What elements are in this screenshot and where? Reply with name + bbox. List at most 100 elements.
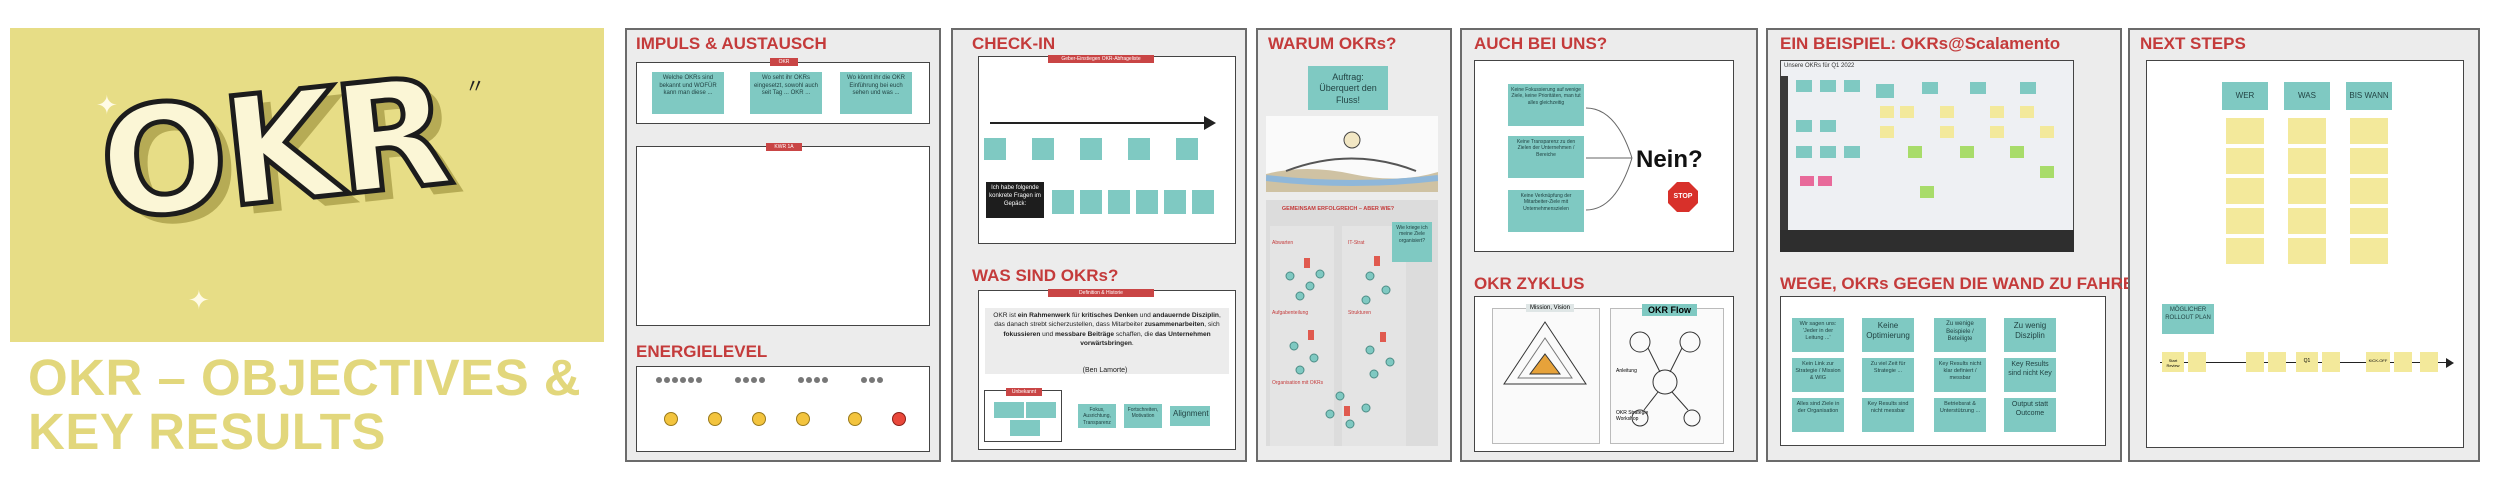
sticky-note[interactable]: Zu viel Zeit für Strategie ... [1862,358,1914,392]
example-board-header: Unsere OKRs für Q1 2022 [1784,63,1855,69]
timeline-arrow [990,122,1210,124]
empty-sticky-note[interactable] [2226,118,2264,144]
okr-flow-sketch-icon [1629,331,1701,427]
sticky-note[interactable]: Wie kriege ich meine Ziele organisiert? [1392,222,1432,262]
timeline-note[interactable]: Start Review [2162,352,2184,372]
empty-sticky-note[interactable] [2350,118,2388,144]
empty-sticky-note[interactable] [2288,118,2326,144]
sticky-note[interactable] [994,402,1024,418]
sticky-note[interactable] [1052,190,1074,214]
empty-sticky-note[interactable] [2288,238,2326,264]
sticky-note[interactable]: Alles sind Ziele in der Organisation [1792,398,1844,432]
network-diagram-icon [1285,256,1395,429]
sticky-note[interactable] [1080,190,1102,214]
energy-emoji-icon[interactable] [664,412,678,426]
exchange-board[interactable] [636,146,930,326]
sticky-note[interactable]: Output statt Outcome [2004,398,2056,432]
energy-emoji-icon[interactable] [848,412,862,426]
empty-sticky-note[interactable] [2226,178,2264,204]
empty-sticky-note[interactable] [2226,148,2264,174]
board-sidebar [1780,76,1788,252]
energy-emoji-icon[interactable] [892,412,906,426]
board-tag: Definition & Historie [1048,289,1154,297]
sticky-note[interactable] [1164,190,1186,214]
frame-title: WAS SIND OKRs? [972,266,1119,285]
cycle-label: OKR Flow [1642,304,1697,316]
diagram-label: Organisation mit OKRs [1272,380,1324,386]
arrow-head-icon [2446,358,2454,368]
frame-title: AUCH BEI UNS? [1474,34,1608,53]
energy-emoji-icon[interactable] [796,412,810,426]
task-note[interactable]: Auftrag: Überquert den Fluss! [1308,66,1388,110]
burst-lines-icon: 〃 [465,76,485,98]
energy-emoji-icon[interactable] [752,412,766,426]
question-note[interactable]: Ich habe folgende konkrete Fragen im Gep… [986,182,1044,218]
sticky-note[interactable]: Fokus, Ausrichtung, Transparenz [1078,404,1116,428]
sticky-note[interactable]: Key Results sind nicht messbar [1862,398,1914,432]
sticky-note[interactable] [1136,190,1158,214]
frame-title: IMPULS & AUSTAUSCH [636,34,827,53]
timeline-note[interactable]: Q1 [2296,352,2318,372]
sticky-note[interactable]: Wir sagen uns: 'Jeder in der Leitung ...… [1792,318,1844,352]
empty-sticky-note[interactable] [2288,148,2326,174]
empty-sticky-note[interactable] [2226,238,2264,264]
sticky-note[interactable]: Zu wenige Beispiele / Beteiligte [1934,318,1986,352]
sticky-note[interactable] [1010,420,1040,436]
sticky-note[interactable]: Keine Verknüpfung der Mitarbeiter-Ziele … [1508,190,1584,232]
cycle-sketch [1610,308,1724,444]
sticky-note[interactable] [1108,190,1130,214]
sticky-note[interactable]: Keine Optimierung [1862,318,1914,352]
board-tag: OKR [770,58,798,66]
frame-title: WEGE, OKRs GEGEN DIE WAND ZU FAHREN [1780,274,2147,293]
sticky-note[interactable] [1128,138,1150,160]
empty-sticky-note[interactable] [2350,208,2388,234]
arrow-head-icon [1204,116,1216,130]
sticky-note[interactable] [1176,138,1198,160]
sticky-note[interactable]: MÖGLICHER ROLLOUT PLAN [2162,304,2214,334]
board-tag: KWR 1A [766,143,802,151]
timeline-note[interactable] [2394,352,2412,372]
sticky-note[interactable]: Wo könnt ihr die OKR Einführung bei euch… [840,72,912,114]
sticky-note[interactable]: Key Results sind nicht Key [2004,358,2056,392]
empty-sticky-note[interactable] [2350,148,2388,174]
connector-lines-icon [1586,107,1633,211]
timeline-note[interactable] [2188,352,2206,372]
energy-emoji-icon[interactable] [708,412,722,426]
timeline-note[interactable]: KICK-OFF [2366,352,2390,372]
sticky-note[interactable]: Alignment [1170,406,1210,426]
diagram-label: Aufgabenteilung [1272,310,1309,316]
sticky-note[interactable]: Keine Transparenz zu den Zielen der Unte… [1508,136,1584,178]
sticky-note[interactable] [1026,402,1056,418]
sticky-note[interactable] [1192,190,1214,214]
sticky-note[interactable]: Betriebsrat & Unterstützung ... [1934,398,1986,432]
sticky-note[interactable]: Wo seht ihr OKRs eingesetzt, sowohl auch… [750,72,822,114]
empty-sticky-note[interactable] [2350,238,2388,264]
sticky-note[interactable]: Zu wenig Disziplin [2004,318,2056,352]
timeline-note[interactable] [2322,352,2340,372]
sticky-note[interactable] [1080,138,1102,160]
timeline-note[interactable] [2420,352,2438,372]
sticky-note[interactable]: Key Results nicht klar definiert / messb… [1934,358,1986,392]
quote-attribution: (Ben Lamorte) [1082,367,1128,374]
page-title-line2: KEY RESULTS [28,403,386,460]
title-card [10,28,604,342]
sticky-note[interactable]: Welche OKRs sind bekannt und WOFÜR kann … [652,72,724,114]
empty-sticky-note[interactable] [2226,208,2264,234]
okr-definition: OKR ist ein Rahmenwerk für kritisches De… [985,308,1229,374]
timeline-note[interactable] [2246,352,2264,372]
timeline-note[interactable] [2268,352,2286,372]
column-header: WAS [2284,82,2330,110]
sticky-note[interactable]: Kein Link zur Strategie / Mission & WIG [1792,358,1844,392]
empty-sticky-note[interactable] [2288,208,2326,234]
pyramid-icon [1503,321,1587,385]
sticky-note[interactable]: Keine Fokussierung auf wenige Ziele, kei… [1508,84,1584,126]
sticky-note[interactable]: Fortschreiten, Motivation [1124,404,1162,428]
empty-sticky-note[interactable] [2288,178,2326,204]
frame-title: ENERGIELEVEL [636,342,768,361]
sticky-note[interactable] [984,138,1006,160]
empty-sticky-note[interactable] [2350,178,2388,204]
sticky-note[interactable] [1032,138,1054,160]
sparkle-icon: ✦ [188,285,210,315]
page-title-line1: OKR – OBJECTIVES & [28,349,582,406]
column-header: WER [2222,82,2268,110]
